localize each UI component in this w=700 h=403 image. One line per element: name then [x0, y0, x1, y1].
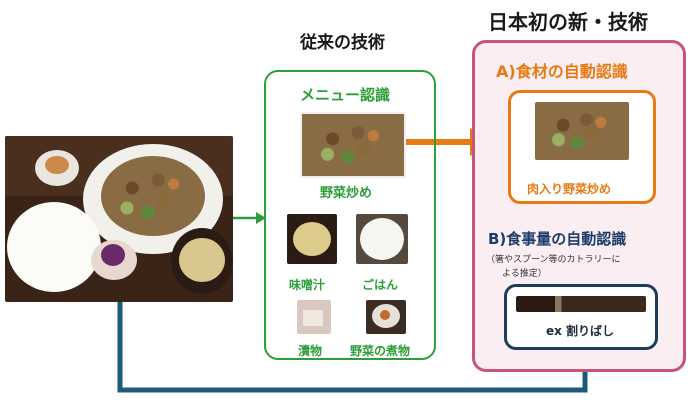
- meal-amount-note-line1: （箸やスプーン等のカトラリーに: [486, 255, 621, 265]
- miso-soup-label: 味噌汁: [289, 278, 326, 292]
- ingredient-photo: [535, 102, 629, 160]
- meal-amount-note-line2: よる推定）: [502, 269, 547, 279]
- cutlery-example-card: [504, 284, 658, 350]
- ingredient-recognition-title: A)食材の自動認識: [496, 62, 628, 81]
- meal-photo: [5, 136, 233, 302]
- simmered-vegetables-thumbnail: [366, 300, 406, 334]
- rice-label: ごはん: [362, 278, 399, 292]
- new-tech-heading: 日本初の新・技術: [488, 10, 648, 34]
- stir-fry-label: 野菜炒め: [320, 186, 373, 201]
- menu-recognition-title: メニュー認識: [300, 86, 391, 104]
- miso-soup-thumbnail: [287, 214, 337, 264]
- ingredient-result-label: 肉入り野菜炒め: [527, 182, 612, 196]
- stir-fry-thumbnail: [300, 112, 406, 178]
- pickles-thumbnail: [297, 300, 331, 334]
- rice-thumbnail: [356, 214, 408, 264]
- simmered-vegetables-label: 野菜の煮物: [350, 344, 411, 358]
- chopsticks-example-label: ex 割りばし: [546, 324, 615, 338]
- chopsticks-photo: [516, 296, 646, 312]
- meal-amount-recognition-title: B)食事量の自動認識: [488, 230, 627, 248]
- conventional-tech-heading: 従来の技術: [300, 33, 385, 53]
- pickles-label: 漬物: [298, 344, 323, 358]
- conventional-menu-box: [264, 70, 436, 360]
